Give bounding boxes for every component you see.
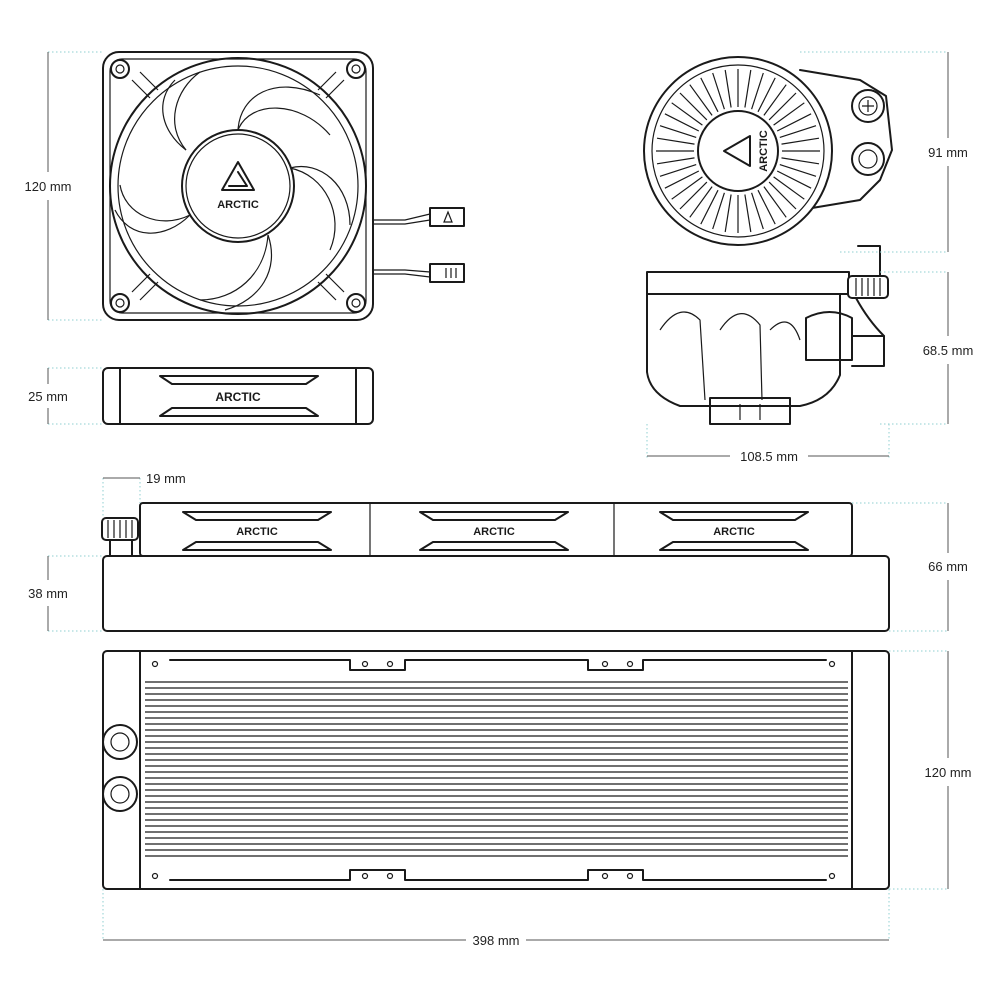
radiator-fitting-top <box>102 724 138 760</box>
dimension-lines <box>47 51 949 941</box>
svg-text:ARCTIC: ARCTIC <box>236 526 278 538</box>
arctic-logo-icon <box>221 161 255 191</box>
fan-brand-text: ARCTIC <box>217 199 259 211</box>
side-fan-2: ARCTIC <box>419 511 569 551</box>
svg-text:ARCTIC: ARCTIC <box>713 526 755 538</box>
side-fan-1: ARCTIC <box>182 511 332 551</box>
fitting-offset-label: 19 mm <box>146 471 186 486</box>
pump-height-label: 68.5 mm <box>923 343 974 358</box>
radiator-height-label: 120 mm <box>925 765 972 780</box>
radiator-fitting-bottom <box>102 776 138 812</box>
side-fan-3: ARCTIC <box>659 511 809 551</box>
pump-top-view: ARCTIC <box>643 56 893 246</box>
fan-front-view: ARCTIC <box>102 51 465 321</box>
svg-text:ARCTIC: ARCTIC <box>473 526 515 538</box>
pump-side-view <box>646 245 889 425</box>
fan-height-label: 120 mm <box>25 179 72 194</box>
radiator-front-view <box>102 650 890 890</box>
fan-thickness-label: 25 mm <box>28 389 68 404</box>
pump-brand-text: ARCTIC <box>758 130 770 172</box>
pump-logo-icon <box>723 135 751 167</box>
fan-side-view: ARCTIC <box>102 367 374 425</box>
radiator-side-view: ARCTIC ARCTIC ARCTIC <box>101 502 890 632</box>
pump-width-label: 108.5 mm <box>740 449 798 464</box>
radiator-thickness-label: 38 mm <box>28 586 68 601</box>
radiator-length-label: 398 mm <box>473 933 520 948</box>
assembly-thickness-label: 66 mm <box>928 559 968 574</box>
pump-diameter-label: 91 mm <box>928 145 968 160</box>
fan-side-brand-text: ARCTIC <box>215 390 261 404</box>
